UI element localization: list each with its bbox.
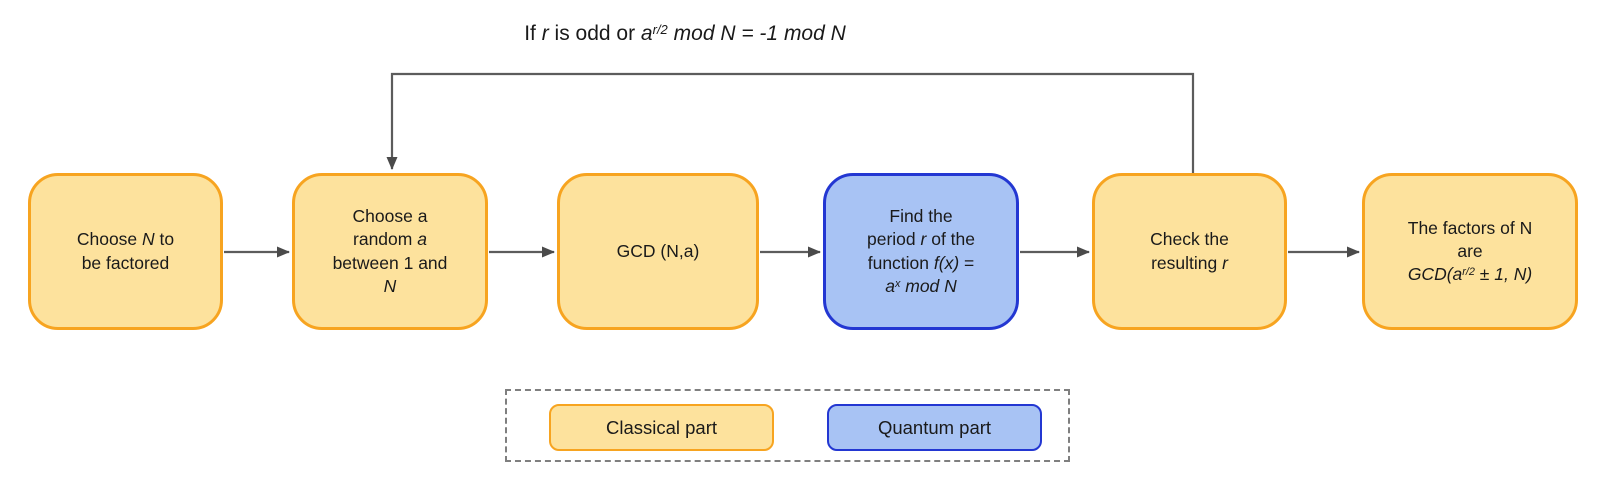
legend-classical-chip: Classical part (549, 404, 774, 451)
node-gcd-check-label: GCD (N,a) (616, 240, 700, 261)
legend-quantum-chip: Quantum part (827, 404, 1042, 451)
feedback-arrow (386, 72, 1195, 173)
legend-quantum-label: Quantum part (877, 416, 992, 438)
legend: Classical part Quantum part (505, 389, 1070, 462)
loop-condition-label: If r is odd or ar/2 mod N = -1 mod N (524, 21, 846, 45)
legend-classical-label: Classical part (605, 416, 718, 438)
node-gcd-check: GCD (N,a) (557, 173, 759, 330)
